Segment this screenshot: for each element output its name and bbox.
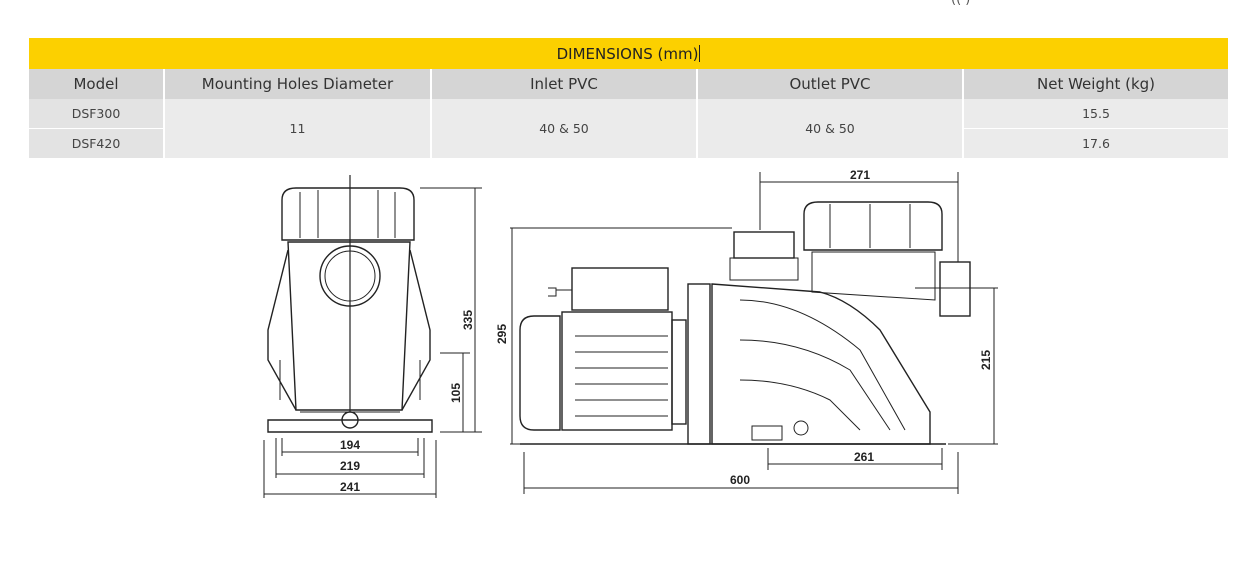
front-wings bbox=[267, 249, 431, 411]
header-inlet-pvc: Inlet PVC bbox=[431, 69, 698, 99]
dim-line-261 bbox=[767, 448, 943, 470]
front-drain-plug bbox=[341, 411, 359, 429]
front-body bbox=[287, 241, 411, 411]
cell-mounting-holes: 11 bbox=[164, 99, 432, 159]
dim-line-295 bbox=[510, 227, 732, 445]
header-outlet-pvc: Outlet PVC bbox=[697, 69, 964, 99]
table-title: DIMENSIONS (mm) bbox=[29, 38, 1229, 69]
table-row: DSF420 17.6 bbox=[29, 128, 1229, 158]
dim-line-215 bbox=[948, 287, 998, 445]
side-cable-gland bbox=[548, 287, 572, 297]
side-strainer-lid bbox=[803, 201, 943, 251]
side-motor-cap bbox=[519, 315, 561, 431]
side-view bbox=[510, 172, 998, 494]
dim-line-335 bbox=[420, 187, 482, 433]
side-terminal-box bbox=[571, 267, 669, 311]
dim-label-271: 271 bbox=[850, 168, 870, 182]
front-base bbox=[267, 419, 433, 433]
dim-label-261: 261 bbox=[854, 450, 874, 464]
dim-line-271 bbox=[759, 172, 959, 262]
table-row: DSF300 11 40 & 50 40 & 50 15.5 bbox=[29, 99, 1229, 159]
side-adapter bbox=[687, 283, 711, 445]
cell-model: DSF420 bbox=[29, 128, 165, 158]
side-strainer-body bbox=[811, 251, 936, 301]
front-lid-ribs bbox=[299, 190, 396, 238]
cell-outlet-pvc: 40 & 50 bbox=[697, 99, 964, 159]
side-motor-fins bbox=[575, 335, 668, 417]
dim-label-105: 105 bbox=[449, 383, 463, 403]
side-housing-ribs bbox=[739, 299, 906, 431]
header-model: Model bbox=[29, 69, 165, 99]
table-title-row: DIMENSIONS (mm) bbox=[29, 38, 1229, 69]
dim-label-600: 600 bbox=[730, 473, 750, 487]
dim-line-241 bbox=[263, 440, 437, 498]
cell-net-weight: 15.5 bbox=[963, 99, 1229, 129]
dim-line-105 bbox=[440, 352, 470, 432]
dim-label-194: 194 bbox=[340, 438, 360, 452]
dim-label-215: 215 bbox=[979, 350, 993, 370]
side-drain bbox=[751, 425, 783, 441]
front-wing-lines bbox=[279, 360, 421, 400]
header-mounting-holes: Mounting Holes Diameter bbox=[164, 69, 432, 99]
dim-label-295: 295 bbox=[495, 324, 509, 344]
side-outlet bbox=[733, 231, 795, 259]
front-view bbox=[263, 175, 482, 498]
dim-label-241: 241 bbox=[340, 480, 360, 494]
text-cursor bbox=[699, 44, 701, 62]
cell-net-weight: 17.6 bbox=[963, 128, 1229, 158]
dim-label-335: 335 bbox=[461, 310, 475, 330]
cell-model: DSF300 bbox=[29, 99, 165, 129]
dim-line-219 bbox=[275, 438, 425, 478]
dimensions-table: DIMENSIONS (mm) Model Mounting Holes Dia… bbox=[29, 38, 1229, 159]
dim-line-600 bbox=[523, 452, 959, 494]
side-outlet-neck bbox=[729, 257, 799, 281]
cropped-header-fragment: (( ) bbox=[951, 0, 970, 7]
header-net-weight: Net Weight (kg) bbox=[963, 69, 1229, 99]
dim-line-194 bbox=[281, 438, 419, 456]
side-inlet bbox=[939, 261, 971, 317]
dim-label-219: 219 bbox=[340, 459, 360, 473]
side-flange bbox=[671, 319, 687, 425]
side-motor-body bbox=[561, 311, 673, 431]
front-lid bbox=[281, 187, 415, 241]
side-lid-ribs bbox=[829, 204, 911, 248]
side-plug bbox=[793, 420, 809, 436]
table-header-row: Model Mounting Holes Diameter Inlet PVC … bbox=[29, 69, 1229, 99]
side-pump-housing bbox=[711, 283, 931, 445]
cell-inlet-pvc: 40 & 50 bbox=[431, 99, 698, 159]
table-title-text: DIMENSIONS (mm) bbox=[556, 44, 699, 63]
